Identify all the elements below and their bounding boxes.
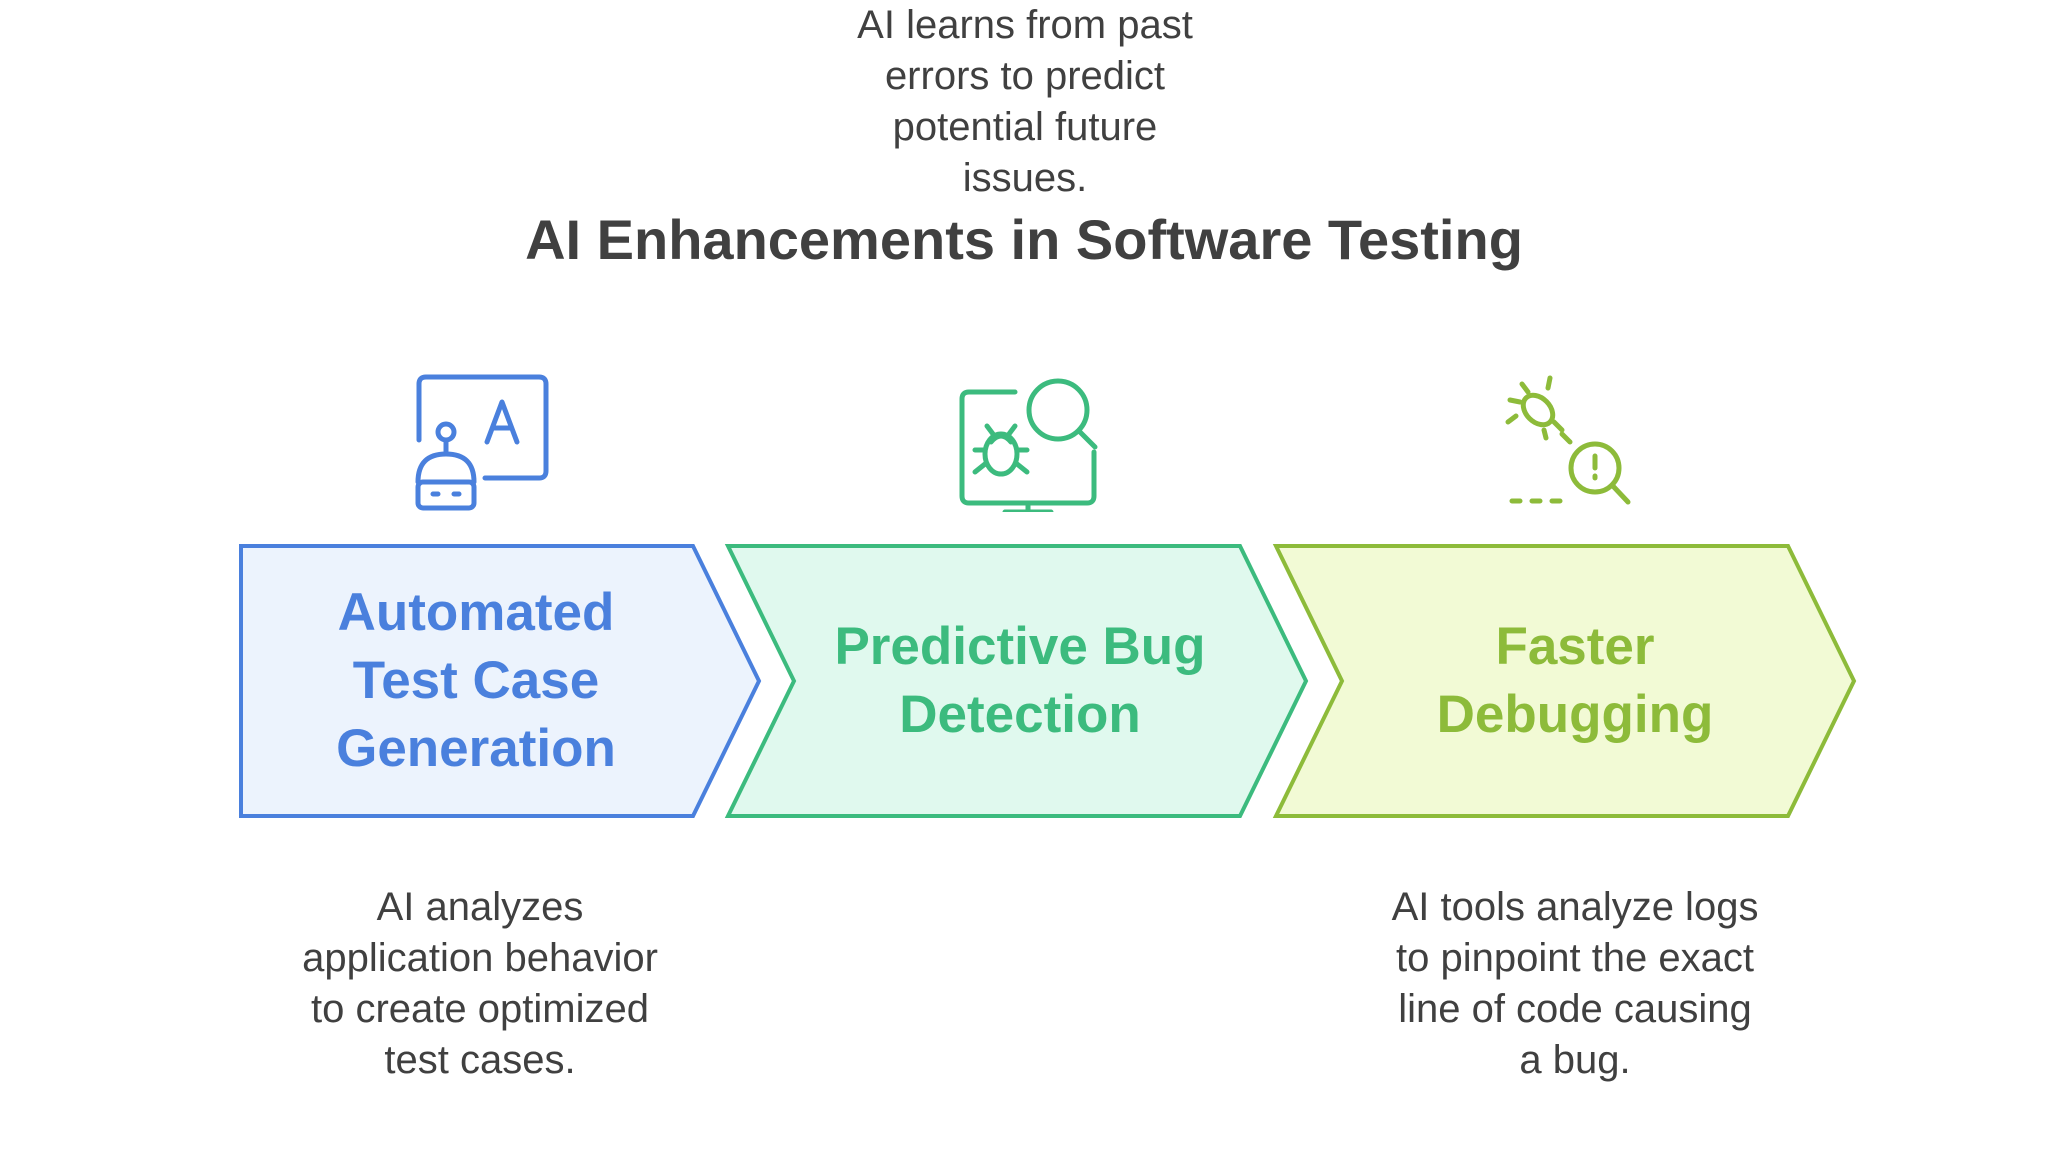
step-1-description: AI analyzes application behavior to crea… (302, 885, 658, 1082)
step-3-description: AI tools analyze logs to pinpoint the ex… (1391, 885, 1759, 1082)
step-2-label: Predictive Bug Detection (834, 617, 1206, 744)
step-2-arrow (724, 544, 1309, 818)
diagram-title: AI Enhancements in Software Testing (525, 208, 1523, 271)
step-1-arrow (239, 544, 762, 818)
step-2-description: AI learns from past errors to predict po… (857, 3, 1193, 200)
bug-trace-search-icon (1505, 375, 1631, 505)
step-3-label: Faster Debugging (1436, 617, 1714, 744)
step-3-arrow (1272, 544, 1857, 818)
robot-text-icon (415, 374, 549, 511)
step-1-label: Automated Test Case Generation (336, 583, 616, 778)
monitor-bug-search-icon (959, 378, 1098, 512)
